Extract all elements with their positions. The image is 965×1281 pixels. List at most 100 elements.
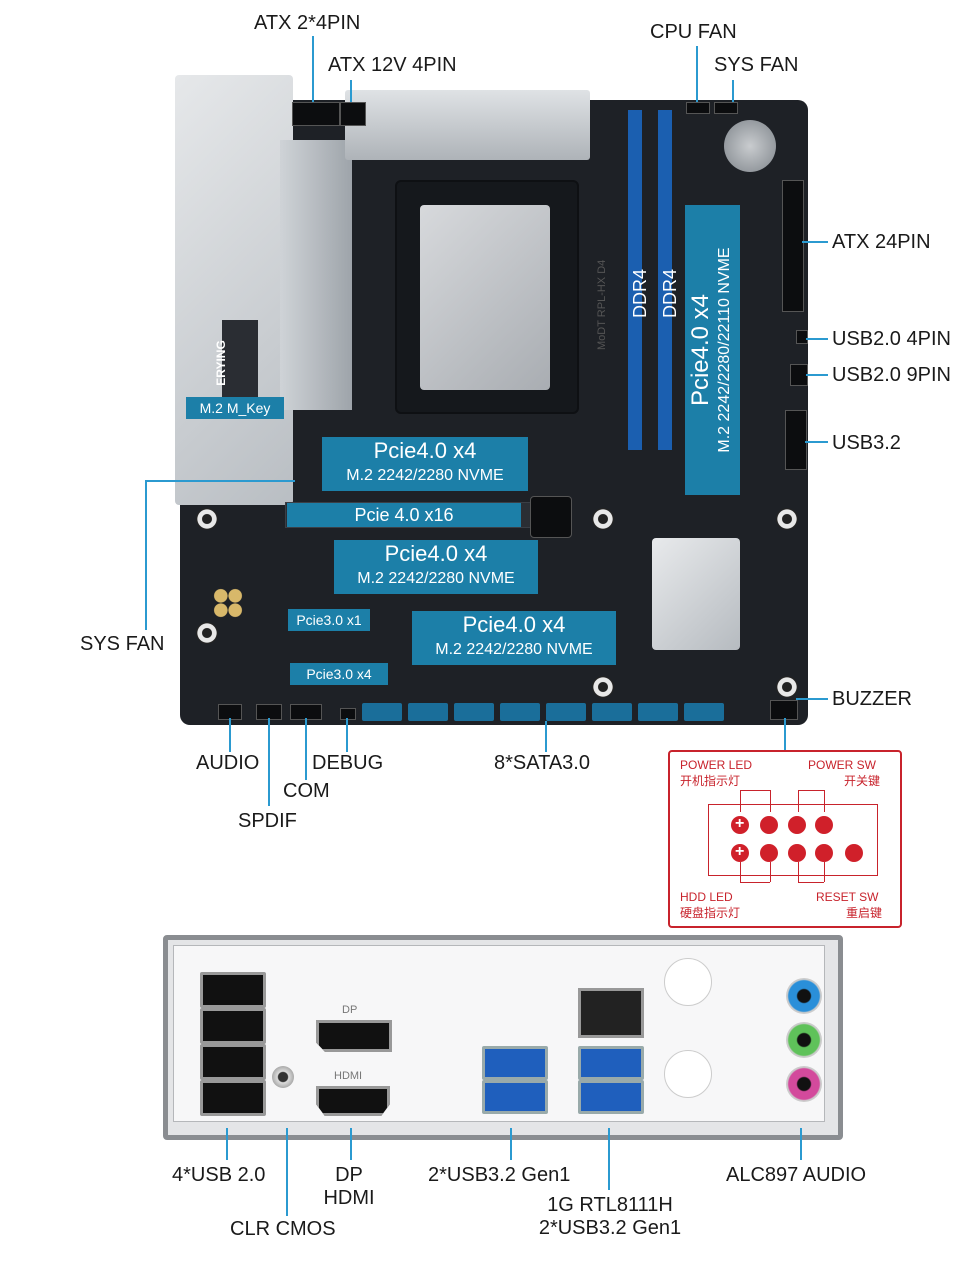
dp-port-label: DP <box>342 1004 358 1016</box>
usb20-port <box>200 1008 266 1044</box>
label-atx-24: ATX 24PIN <box>832 231 931 253</box>
atx-12v-4pin-connector <box>340 102 366 126</box>
label-buzzer: BUZZER <box>832 688 912 710</box>
m2-top-tag: Pcie4.0 x4 M.2 2242/2280 NVME <box>322 437 528 491</box>
m2-mid-sub: M.2 2242/2280 NVME <box>357 570 515 587</box>
usb32-gen1-port <box>482 1046 548 1080</box>
fp-pin-power-led-plus: + <box>731 815 749 834</box>
pcie3-x4-tag: Pcie3.0 x4 <box>290 663 388 685</box>
dp-port <box>316 1020 392 1052</box>
fp-power-led-cn: 开机指示灯 <box>680 774 741 788</box>
label-debug: DEBUG <box>312 752 384 774</box>
m2-vertical-tag: Pcie4.0 x4 M.2 2242/2280/22110 NVME <box>685 205 740 495</box>
leader-cpu-fan <box>696 46 698 102</box>
atx-2x4pin-connector <box>292 102 340 126</box>
leader-io-usb32 <box>510 1128 512 1160</box>
fp-plus: + <box>735 815 745 832</box>
usb20-port <box>200 1080 266 1116</box>
leader-usb20-9pin <box>806 374 828 376</box>
pcie3-x1-tag: Pcie3.0 x1 <box>288 609 370 631</box>
label-usb20-4pin: USB2.0 4PIN <box>832 328 951 350</box>
fp-pin <box>815 844 833 862</box>
m2-mkey-label: M.2 M_Key <box>199 400 271 416</box>
label-usb32: USB3.2 <box>832 432 901 454</box>
label-com: COM <box>283 780 330 802</box>
pcie-x16-tag: Pcie 4.0 x16 <box>287 503 521 527</box>
leader-sys-fan-v <box>145 480 147 630</box>
leader-usb20-4pin <box>806 338 828 340</box>
sata-port <box>638 703 678 721</box>
leader-buzzer <box>796 698 828 700</box>
m2-mkey-tag: M.2 M_Key <box>186 397 284 419</box>
lan-port <box>578 988 644 1038</box>
pcie3-x4-label: Pcie3.0 x4 <box>306 666 372 682</box>
audio-jack-mic <box>786 1066 822 1102</box>
front-panel-diagram <box>668 750 902 928</box>
label-cpu-fan: CPU FAN <box>650 21 737 43</box>
sata-port <box>454 703 494 721</box>
chipset-heatsink <box>652 538 740 650</box>
pcie-latch <box>530 496 572 538</box>
leader-sata <box>545 721 547 752</box>
label-atx-2x4: ATX 2*4PIN <box>254 12 361 34</box>
usb32-header <box>785 410 807 470</box>
fp-line <box>770 790 771 812</box>
leader-sys-fan-h <box>145 480 295 482</box>
cpu-ihs <box>420 205 550 390</box>
fp-hdd-led: HDD LED <box>680 890 733 904</box>
buzzer-header <box>770 700 798 720</box>
m2-vertical-title: Pcie4.0 x4 <box>687 293 714 407</box>
fp-pin <box>815 816 833 834</box>
fp-line <box>740 882 770 883</box>
lan-usb32-port <box>578 1046 644 1080</box>
leader-usb32 <box>805 441 828 443</box>
wifi-antenna-hole <box>664 1050 712 1098</box>
leader-com <box>305 718 307 780</box>
label-audio: AUDIO <box>196 752 260 774</box>
lan-usb32-port <box>578 1080 644 1114</box>
label-sys-fan: SYS FAN <box>80 633 165 655</box>
fp-line <box>798 790 824 791</box>
mount-screw <box>592 676 614 698</box>
label-io-lan: 1G RTL8111H <box>547 1194 673 1216</box>
leader-spdif <box>268 718 270 806</box>
sata-port <box>500 703 540 721</box>
fp-power-led: POWER LED <box>680 758 753 772</box>
label-io-usb20: 4*USB 2.0 <box>172 1164 266 1186</box>
fp-pin-hdd-led-plus: + <box>731 843 749 862</box>
fp-pin <box>760 816 778 834</box>
leader-debug <box>346 718 348 752</box>
fp-power-sw: POWER SW <box>808 758 876 772</box>
fp-pin <box>845 844 863 862</box>
m2-mid-title: Pcie4.0 x4 <box>384 541 488 566</box>
cpu-fan-header <box>686 102 710 114</box>
dimm-slot-2 <box>658 110 672 450</box>
mount-screw <box>592 508 614 530</box>
label-io-lan-usb: 2*USB3.2 Gen1 <box>538 1217 682 1239</box>
leader-io-lan <box>608 1128 610 1190</box>
m2-bottom-title: Pcie4.0 x4 <box>462 612 566 637</box>
hdmi-port <box>316 1086 390 1116</box>
mount-screw <box>196 622 218 644</box>
label-io-clr-cmos: CLR CMOS <box>230 1218 336 1240</box>
leader-io-dp <box>350 1128 352 1160</box>
m2-vertical-sub: M.2 2242/2280/22110 NVME <box>716 247 733 453</box>
board-model-text: MoDT RPL-HX D4 <box>596 260 608 350</box>
label-io-usb32: 2*USB3.2 Gen1 <box>428 1164 571 1186</box>
fp-line <box>798 862 799 882</box>
vrm-heatsink-mid <box>280 140 352 410</box>
leader-sys-fan-top <box>732 80 734 102</box>
board-model: MoDT RPL-HX D4 <box>596 259 608 350</box>
sata-port <box>684 703 724 721</box>
fp-line <box>740 862 741 882</box>
vrm-heatsink-left <box>175 75 293 505</box>
pcie3-x1-label: Pcie3.0 x1 <box>296 612 362 628</box>
capacitors <box>210 585 246 621</box>
mount-screw <box>196 508 218 530</box>
fp-line <box>740 790 741 812</box>
mount-screw <box>776 676 798 698</box>
leader-atx-12v <box>350 80 352 102</box>
label-sys-fan-top: SYS FAN <box>714 54 799 76</box>
fp-reset-sw: RESET SW <box>816 890 879 904</box>
debug-header <box>340 708 356 720</box>
